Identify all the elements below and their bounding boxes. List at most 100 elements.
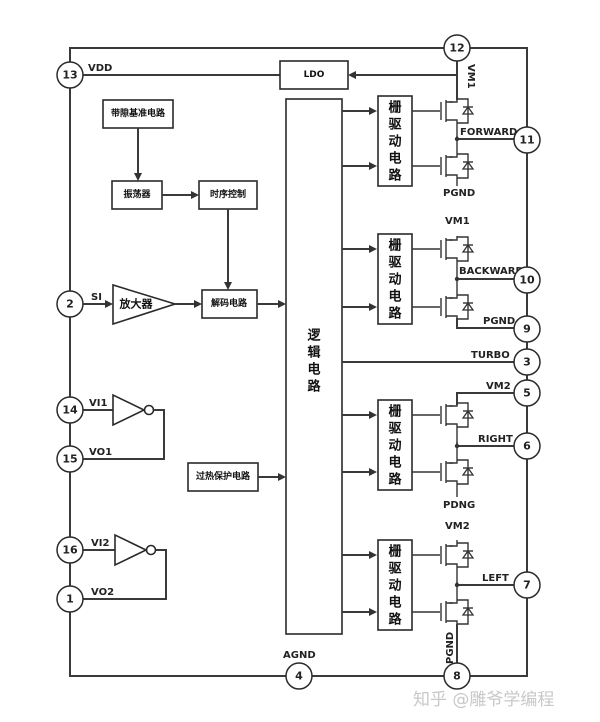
pin-6: 6: [513, 432, 541, 460]
arrow: [278, 300, 286, 308]
signal-backward: BACKWARD: [459, 266, 524, 277]
svg-text:动: 动: [388, 439, 401, 454]
inverter-2-bubble: [145, 544, 157, 556]
svg-text:驱: 驱: [388, 118, 401, 133]
bridge-4-high-fet-diode-icon: [461, 549, 475, 559]
svg-text:8: 8: [453, 670, 461, 683]
pin-15: 15: [56, 445, 84, 473]
bridge-1-low-fet-diode-wire: [457, 153, 469, 179]
bridge-4-low-fet-diode-wire: [457, 599, 469, 625]
arrow: [278, 473, 286, 481]
logic-label: 逻 辑 电 路: [307, 328, 321, 395]
signal-b1-pgnd: PGND: [443, 188, 475, 199]
svg-text:电: 电: [307, 362, 320, 378]
bridge-1-high-fet-diode-icon: [461, 105, 475, 115]
bridge-2-high-fet-diode-icon: [461, 243, 475, 253]
inverter-1: [112, 393, 146, 427]
arrow: [194, 300, 202, 308]
pin-12: 12: [443, 34, 471, 62]
svg-text:路: 路: [388, 472, 402, 488]
amplifier-label: 放大器: [119, 297, 154, 311]
svg-text:驱: 驱: [388, 256, 401, 271]
gate-driver-1: 栅 驱 动 电 路: [342, 95, 413, 187]
pin-13: 13: [56, 61, 84, 89]
svg-text:栅: 栅: [388, 239, 401, 254]
signal-agnd: AGND: [283, 650, 316, 661]
signal-b4-vm2: VM2: [445, 521, 470, 532]
pin-3: 3: [513, 348, 541, 376]
thermal-block: [187, 462, 259, 492]
svg-text:辑: 辑: [307, 345, 320, 361]
bridge-1-low-fet-diode-icon: [461, 160, 475, 170]
signal-vi2: VI2: [91, 538, 109, 549]
svg-text:3: 3: [523, 356, 531, 369]
svg-text:电: 电: [388, 595, 401, 611]
inverter-2: [114, 533, 148, 567]
svg-text:9: 9: [523, 323, 531, 336]
gate-driver-3: 栅 驱 动 电 路: [342, 399, 413, 491]
pin-1: 1: [56, 585, 84, 613]
pgnd-9-line: [456, 318, 514, 329]
arrow: [105, 300, 113, 308]
svg-text:动: 动: [388, 135, 401, 150]
bridge-4-low-fet-diode-icon: [461, 606, 475, 616]
pin-5: 5: [513, 379, 541, 407]
bridge-3-low-fet-diode-wire: [457, 459, 469, 485]
pin-9: 9: [513, 315, 541, 343]
arrow: [224, 282, 232, 290]
arrow: [134, 173, 142, 181]
gate-driver-2: 栅 驱 动 电 路: [342, 233, 413, 325]
svg-text:栅: 栅: [388, 101, 401, 116]
pin-8: 8: [443, 662, 471, 690]
signal-left: LEFT: [482, 573, 509, 584]
signal-b3-pdng: PDNG: [443, 500, 475, 511]
svg-text:电: 电: [388, 289, 401, 305]
signal-b2-vm1: VM1: [445, 216, 470, 227]
bridge-1-high-fet-terminals: [446, 100, 458, 141]
signal-right: RIGHT: [478, 434, 513, 445]
svg-text:逻: 逻: [307, 328, 321, 344]
timing-label: 时序控制: [210, 188, 246, 200]
pin-11: 11: [513, 126, 541, 154]
signal-vo1: VO1: [89, 447, 112, 458]
vm2-5-line: [456, 392, 514, 405]
ldo-label: LDO: [304, 70, 325, 80]
amplifier-triangle: [112, 283, 178, 326]
bridge-3-low-fet-diode-icon: [461, 466, 475, 476]
bridge-2-high-fet-diode-wire: [457, 236, 469, 262]
signal-forward: FORWARD: [460, 127, 517, 138]
svg-text:12: 12: [449, 42, 464, 55]
bridge-3-high-fet-terminals: [446, 405, 458, 445]
svg-text:路: 路: [307, 379, 321, 395]
svg-text:驱: 驱: [388, 562, 401, 577]
svg-text:7: 7: [523, 579, 531, 592]
bridge-3-high-fet-diode-icon: [461, 409, 475, 419]
inverter-1-bubble: [143, 404, 155, 416]
half-bridges: [412, 98, 475, 625]
vo2-feedback: [82, 549, 167, 600]
svg-text:电: 电: [388, 455, 401, 471]
bridge-3-low-fet-terminals: [446, 442, 458, 497]
svg-text:11: 11: [519, 134, 534, 147]
svg-text:6: 6: [523, 440, 531, 453]
svg-text:16: 16: [62, 544, 78, 557]
gate-driver-4: 栅 驱 动 电 路: [342, 539, 413, 631]
svg-text:路: 路: [388, 612, 402, 628]
logic-block: [285, 98, 343, 635]
bridge-4-high-fet-terminals: [446, 540, 458, 585]
svg-text:14: 14: [62, 404, 78, 417]
signal-vm1-rotated: VM1: [465, 64, 476, 89]
pin-10: 10: [513, 266, 541, 294]
svg-text:驱: 驱: [388, 422, 401, 437]
svg-text:路: 路: [388, 168, 402, 184]
backward-node: [454, 276, 460, 282]
bridge-2-high-fet-terminals: [446, 236, 458, 279]
svg-text:13: 13: [62, 69, 77, 82]
left-node: [454, 582, 460, 588]
svg-text:1: 1: [66, 593, 74, 606]
svg-text:动: 动: [388, 273, 401, 288]
decoder-label: 解码电路: [211, 297, 248, 309]
arrow: [191, 191, 199, 199]
decoder-block: [201, 289, 258, 319]
